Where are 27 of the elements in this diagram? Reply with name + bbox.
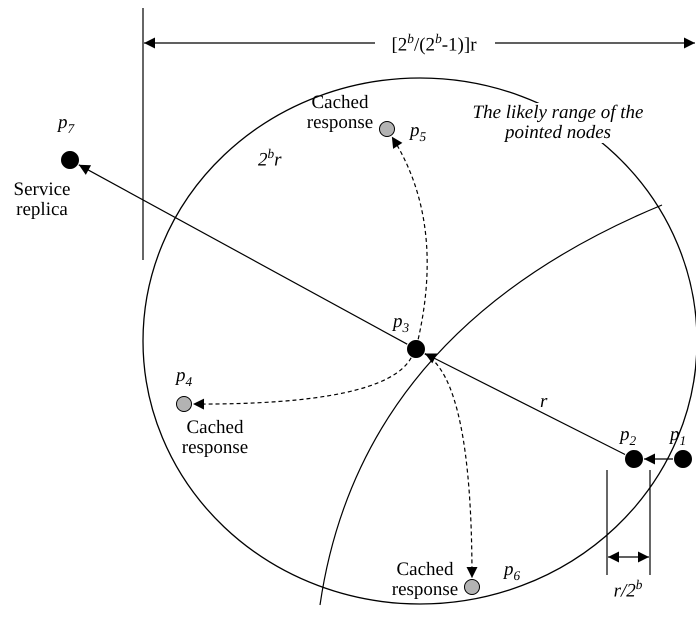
node-dot <box>674 450 692 468</box>
node-caption: Cached response <box>180 418 250 458</box>
node-label: p$_{3}$ <box>393 312 410 335</box>
cache-dot <box>379 121 395 137</box>
dimension-label: [2$^{b}$/(2$^{b}$-1)]r <box>391 32 477 56</box>
arrow <box>424 353 478 578</box>
edge-label: 2$^{b}$r <box>258 147 282 170</box>
node-label: p$_{4}$ <box>176 366 192 389</box>
node-label: p$_{7}$ <box>58 113 74 136</box>
edge-label: r <box>540 392 548 412</box>
arrow <box>78 164 408 345</box>
node-caption: Cached response <box>306 93 374 133</box>
arrow <box>424 352 626 456</box>
dimension-label: r/2$^{b}$ <box>614 578 642 602</box>
node-dot <box>407 340 425 358</box>
node-dot <box>61 151 79 169</box>
arrow <box>644 454 673 464</box>
node-caption: Cached response <box>390 560 460 600</box>
node-label: p$_{2}$ <box>620 425 636 448</box>
node-label: p$_{5}$ <box>410 121 426 144</box>
node-caption: Service replica <box>12 180 72 220</box>
arrow <box>391 136 428 340</box>
arrow <box>193 357 412 410</box>
cache-dot <box>464 579 480 595</box>
node-label: p$_{6}$ <box>504 560 520 583</box>
cache-dot <box>176 396 192 412</box>
node-dot <box>625 450 643 468</box>
